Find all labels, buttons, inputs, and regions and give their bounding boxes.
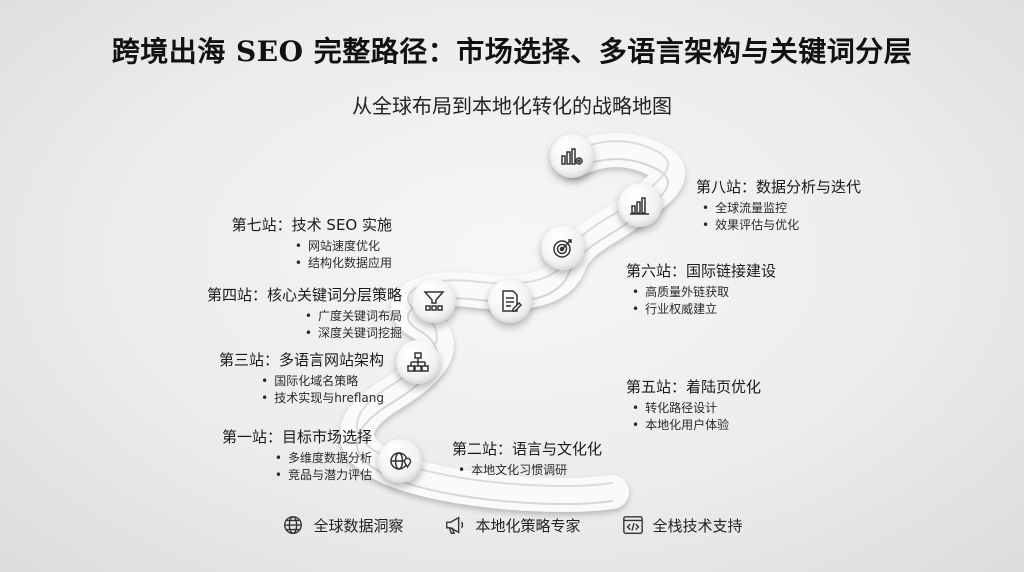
target-icon [553, 239, 572, 258]
sitemap-icon [407, 352, 429, 372]
globe-location-icon [390, 452, 412, 470]
station-4: 第四站：核心关键词分层策略 广度关键词布局 深度关键词挖掘 [193, 284, 402, 342]
footer-label-fullstack: 全栈技术支持 [652, 516, 743, 535]
footer: 全球数据洞察 本地化策略专家 全栈技术支持 [0, 514, 1024, 536]
chart-gear-icon [561, 148, 583, 165]
node-market-selection [378, 439, 422, 483]
station-7: 第七站：技术 SEO 实施 网站速度优化 结构化数据应用 [203, 214, 392, 272]
node-landing-page [488, 279, 532, 323]
station-2-title: 第二站：语言与文化化 [452, 440, 603, 458]
station-1: 第一站：目标市场选择 多维度数据分析 竞品与潜力评估 [211, 426, 372, 484]
node-link-building [541, 226, 585, 270]
page-title: 跨境出海 SEO 完整路径：市场选择、多语言架构与关键词分层 [111, 35, 913, 68]
footer-label-global-data: 全球数据洞察 [313, 516, 404, 535]
station-6-title: 第六站：国际链接建设 [626, 262, 777, 280]
station-5-bullet-2: 本地化用户体验 [632, 417, 761, 434]
station-6-bullet-2: 行业权威建立 [632, 301, 776, 318]
station-2: 第二站：语言与文化化 本地文化习惯调研 [452, 438, 602, 479]
station-2-bullet-1: 本地文化习惯调研 [458, 462, 602, 479]
node-website-architecture [396, 340, 440, 384]
station-5-title: 第五站：着陆页优化 [626, 378, 762, 396]
station-7-bullet-1: 网站速度优化 [295, 238, 392, 255]
node-keyword-strategy [412, 279, 456, 323]
station-7-title: 第七站：技术 SEO 实施 [231, 216, 392, 234]
station-3-bullet-1: 国际化域名策略 [261, 373, 384, 390]
station-4-bullet-1: 广度关键词布局 [305, 308, 402, 325]
station-1-bullet-1: 多维度数据分析 [275, 450, 372, 467]
bar-chart-icon [630, 197, 649, 215]
station-1-title: 第一站：目标市场选择 [221, 428, 372, 446]
station-8-bullet-1: 全球流量监控 [702, 200, 861, 217]
station-5: 第五站：着陆页优化 转化路径设计 本地化用户体验 [626, 376, 761, 434]
footer-item-localization: 本地化策略专家 [443, 514, 581, 536]
station-8-title: 第八站：数据分析与迭代 [696, 178, 862, 196]
station-6: 第六站：国际链接建设 高质量外链获取 行业权威建立 [626, 260, 776, 318]
globe-icon [284, 516, 303, 534]
station-8-bullet-2: 效果评估与优化 [702, 217, 861, 234]
station-1-bullet-2: 竞品与潜力评估 [275, 467, 372, 484]
station-5-bullet-1: 转化路径设计 [632, 400, 761, 417]
station-4-title: 第四站：核心关键词分层策略 [206, 286, 402, 304]
station-3-title: 第三站：多语言网站架构 [218, 351, 384, 369]
footer-item-global-data: 全球数据洞察 [281, 514, 403, 536]
page-subtitle: 从全球布局到本地化转化的战略地图 [352, 94, 672, 118]
funnel-icon [423, 291, 445, 311]
document-edit-icon [502, 290, 522, 312]
station-3-bullet-2: 技术实现与hreflang [261, 390, 384, 407]
station-7-bullet-2: 结构化数据应用 [295, 255, 392, 272]
station-6-bullet-1: 高质量外链获取 [632, 284, 776, 301]
node-data-analysis [550, 134, 594, 178]
station-4-bullet-2: 深度关键词挖掘 [305, 325, 402, 342]
megaphone-icon [446, 516, 464, 534]
footer-item-fullstack: 全栈技术支持 [621, 514, 743, 536]
footer-label-localization: 本地化策略专家 [475, 516, 581, 535]
station-3: 第三站：多语言网站架构 国际化域名策略 技术实现与hreflang [173, 349, 384, 407]
station-8: 第八站：数据分析与迭代 全球流量监控 效果评估与优化 [696, 176, 861, 234]
node-technical-seo [618, 183, 662, 227]
code-window-icon [622, 516, 643, 534]
